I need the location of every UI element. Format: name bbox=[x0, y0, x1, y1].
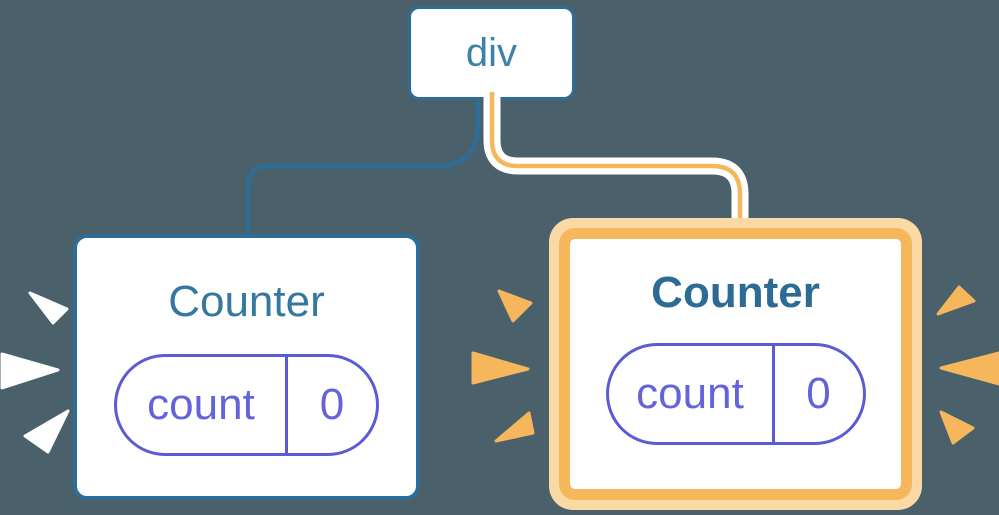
spark-icon bbox=[939, 410, 975, 445]
counter-title: Counter bbox=[651, 268, 820, 317]
state-name: count bbox=[609, 346, 775, 442]
counter-card-right: Counter count 0 bbox=[559, 228, 912, 500]
state-pill: count 0 bbox=[605, 343, 866, 445]
wire-right bbox=[489, 92, 743, 231]
counter-title: Counter bbox=[168, 277, 325, 326]
counter-card-left: Counter count 0 bbox=[73, 234, 420, 500]
spark-icon bbox=[0, 352, 60, 390]
spark-icon bbox=[471, 351, 530, 385]
spark-icon bbox=[494, 411, 535, 443]
sparks-left-card bbox=[0, 291, 70, 454]
spark-icon bbox=[939, 351, 999, 386]
spark-icon bbox=[936, 285, 976, 316]
spark-icon bbox=[23, 409, 70, 454]
state-pill: count 0 bbox=[114, 354, 379, 456]
sparks-right-card-inner bbox=[471, 289, 535, 443]
root-node-label: div bbox=[465, 30, 518, 75]
state-value: 0 bbox=[319, 380, 345, 429]
root-div-node: div bbox=[408, 6, 575, 100]
spark-icon bbox=[28, 291, 69, 325]
sparks-right-card-outer bbox=[936, 285, 999, 445]
wire-right-casing bbox=[483, 92, 749, 219]
counter-card-right-highlight-ring: Counter count 0 bbox=[549, 218, 922, 510]
spark-icon bbox=[497, 289, 533, 323]
wire-left bbox=[245, 101, 481, 236]
state-value: 0 bbox=[806, 369, 831, 418]
state-name: count bbox=[117, 357, 288, 453]
